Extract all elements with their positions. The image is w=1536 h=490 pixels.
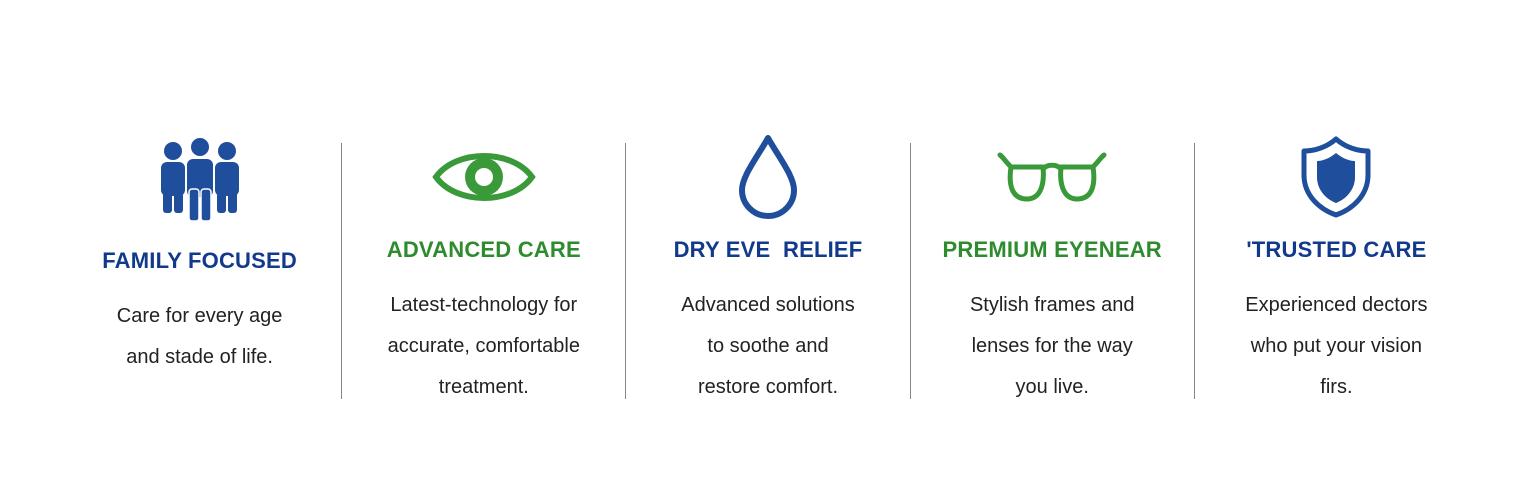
feature-trusted-care: 'TRUSTED CARE Experienced dectors who pu… (1195, 118, 1478, 408)
feature-family-focused: FAMILY FOCUSED Care for every age and st… (58, 118, 341, 408)
eye-icon (414, 128, 554, 225)
description-line: and stade of life. (126, 346, 273, 368)
feature-title: 'TRUSTED CARE (1246, 237, 1427, 262)
feature-title: DRY EVE RELIEF (673, 237, 863, 262)
description-line: Latest-technology for (390, 294, 578, 316)
divider (909, 143, 911, 399)
feature-title: FAMILY FOCUSED (102, 248, 297, 273)
description-line: restore comfort. (697, 376, 839, 398)
feature-description: Latest-technology for accurate, comforta… (359, 285, 609, 408)
description-line: Experienced dectors (1245, 294, 1428, 316)
description-line: Care for every age (116, 305, 283, 327)
feature-premium-eyewear: PREMIUM EYENEAR Stylish frames and lense… (911, 118, 1194, 408)
description-line: lenses for the way (971, 335, 1133, 357)
features-row: FAMILY FOCUSED Care for every age and st… (58, 118, 1478, 408)
shield-icon (1266, 128, 1406, 225)
description-line: Stylish frames and (969, 294, 1135, 316)
divider (341, 143, 343, 399)
feature-description: Stylish frames and lenses for the way yo… (927, 285, 1177, 408)
family-icon (130, 128, 270, 236)
description-line: Advanced solutions (681, 294, 855, 316)
description-line: you live. (1015, 376, 1089, 398)
feature-description: Advanced solutions to soothe and restore… (643, 285, 893, 408)
divider (625, 143, 627, 399)
feature-title: ADVANCED CARE (386, 237, 581, 262)
eyeglasses-icon (982, 128, 1122, 225)
feature-description: Experienced dectors who put your vision … (1211, 285, 1461, 408)
feature-description: Care for every age and stade of life. (75, 296, 325, 378)
description-line: to soothe and (707, 335, 829, 357)
feature-advanced-care: ADVANCED CARE Latest-technology for accu… (342, 118, 625, 408)
divider (1193, 143, 1195, 399)
description-line: who put your vision (1250, 335, 1422, 357)
description-line: firs. (1320, 376, 1353, 398)
water-drop-icon (698, 128, 838, 225)
description-line: accurate, comfortable (387, 335, 580, 357)
feature-dry-eye-relief: DRY EVE RELIEF Advanced solutions to soo… (626, 118, 909, 408)
feature-title: PREMIUM EYENEAR (942, 237, 1162, 262)
description-line: treatment. (438, 376, 529, 398)
